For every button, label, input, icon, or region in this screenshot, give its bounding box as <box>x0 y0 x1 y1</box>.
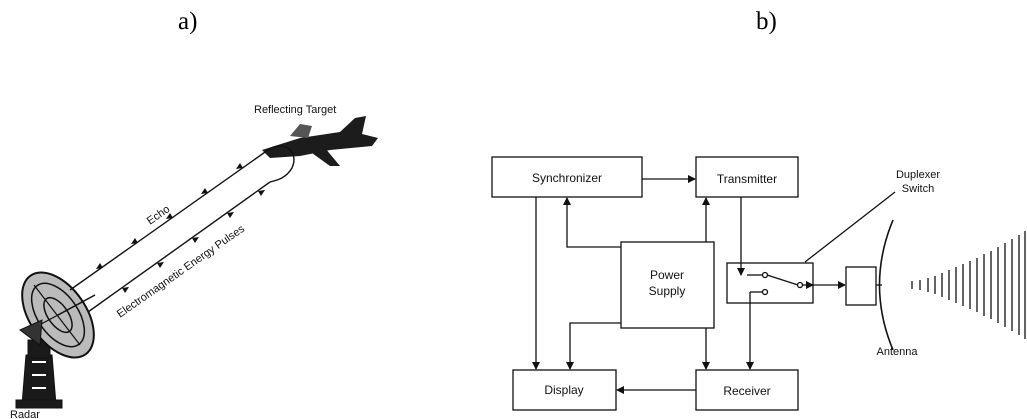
synchronizer-label: Synchronizer <box>532 171 602 185</box>
receiver-block <box>695 369 799 411</box>
panel-a-label: a) <box>178 8 198 35</box>
arrow-power-to-sync <box>563 197 621 248</box>
pulses-label: Electromagnetic Energy Pulses <box>115 223 248 321</box>
duplexer-label-2: Switch <box>902 183 934 195</box>
duplexer-label-1: Duplexer <box>896 169 940 181</box>
echo-label: Echo <box>145 203 172 227</box>
panel-a-illustration: Reflecting Target Echo Electromagnetic E… <box>10 104 378 419</box>
transmitter-block <box>695 156 799 198</box>
power-supply-label-1: Power <box>650 268 684 282</box>
radar-label: Radar <box>10 409 40 419</box>
aircraft-icon <box>262 116 378 166</box>
arrowheads <box>96 163 265 293</box>
antenna-feed-box <box>845 266 877 306</box>
reflecting-target-label: Reflecting Target <box>254 104 336 116</box>
power-supply-label-2: Supply <box>649 284 686 298</box>
display-block <box>512 369 617 411</box>
transmitter-label: Transmitter <box>717 172 777 186</box>
display-label: Display <box>544 383 583 397</box>
antenna-label: Antenna <box>877 346 919 358</box>
antenna-beam <box>911 231 1026 339</box>
radar-tower <box>15 339 63 409</box>
duplexer-leader-line <box>804 191 896 263</box>
power-supply-block <box>620 241 715 329</box>
panel-b-label: b) <box>756 8 777 35</box>
radar-dish <box>19 271 96 359</box>
panel-b-block-diagram <box>491 156 1026 411</box>
signal-paths <box>69 145 295 313</box>
arrow-power-to-display <box>566 322 621 370</box>
receiver-label: Receiver <box>723 384 770 398</box>
